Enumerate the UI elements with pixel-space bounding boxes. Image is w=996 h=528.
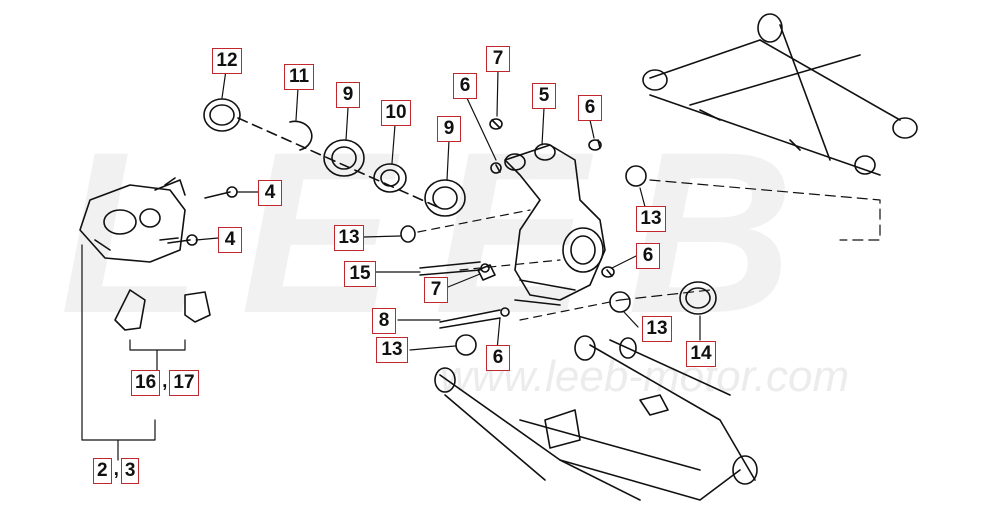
- brake-pads: [114, 289, 211, 331]
- callout-16: 16: [131, 370, 161, 396]
- brake-caliper: [79, 177, 186, 263]
- seals-and-bearings: [203, 98, 466, 217]
- callout-13-right-upper: 13: [636, 206, 666, 232]
- callout-13-bottom: 13: [376, 337, 408, 363]
- upper-control-arm: [642, 13, 918, 176]
- callout-7-middle: 7: [424, 277, 448, 303]
- callout-14: 14: [686, 341, 716, 367]
- lower-control-arm: [434, 335, 758, 501]
- callout-5: 5: [532, 83, 556, 109]
- callout-13-right-lower: 13: [642, 316, 672, 342]
- callout-6-top-left: 6: [453, 73, 477, 99]
- callout-16-17-separator: ,: [162, 371, 168, 392]
- callout-11: 11: [284, 64, 314, 90]
- callout-6-bottom: 6: [486, 345, 510, 371]
- callout-17: 17: [169, 370, 199, 396]
- callout-16-17: 16 , 17: [131, 370, 199, 396]
- callout-2-3-separator: ,: [113, 459, 119, 480]
- callout-3: 3: [120, 458, 140, 484]
- callout-2-3: 2 , 3: [93, 458, 140, 484]
- callout-2: 2: [93, 458, 112, 484]
- steering-knuckle: [504, 143, 606, 306]
- leader-lines: [81, 69, 881, 461]
- callout-10: 10: [381, 100, 411, 126]
- callout-9-left: 9: [336, 82, 360, 108]
- callout-6-right: 6: [636, 243, 660, 269]
- bushings: [400, 118, 717, 356]
- callout-7-top: 7: [486, 46, 510, 72]
- callout-4-upper: 4: [258, 180, 282, 206]
- callout-9-right: 9: [437, 116, 461, 142]
- callout-8: 8: [372, 308, 396, 334]
- callout-12: 12: [212, 48, 242, 74]
- callout-4-lower: 4: [218, 227, 242, 253]
- callout-15: 15: [344, 261, 376, 287]
- callout-13-left: 13: [334, 225, 364, 251]
- callout-6-top-right: 6: [578, 95, 602, 121]
